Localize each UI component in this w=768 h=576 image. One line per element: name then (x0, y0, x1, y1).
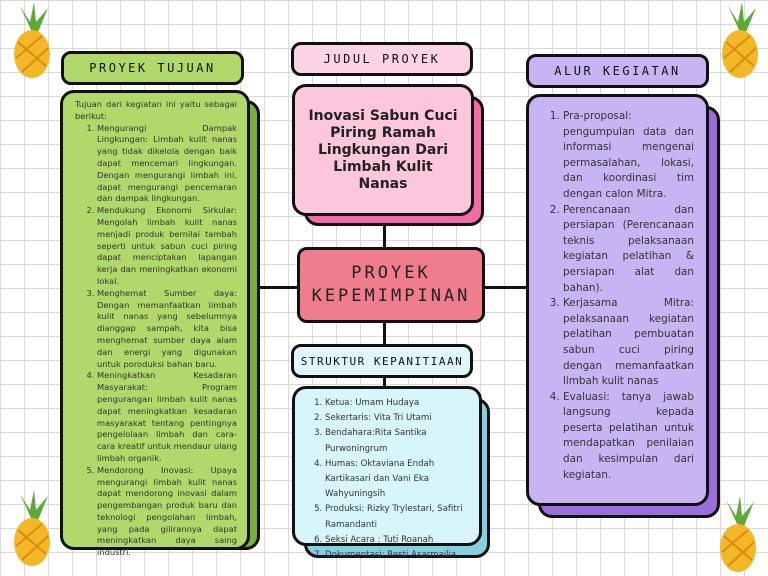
pineapple-icon (722, 2, 758, 78)
list-item: Ketua: Umam Hudaya (325, 396, 471, 411)
title-card: Inovasi Sabun Cuci Piring Ramah Lingkung… (292, 84, 474, 216)
list-item: Perencanaan dan persiapan (Perencanaan t… (563, 203, 694, 297)
list-item: Evaluasi: tanya jawab langsung kepada pe… (563, 390, 694, 484)
proyek-tujuan-label: PROYEK TUJUAN (61, 51, 244, 85)
label-text: ALUR KEGIATAN (554, 64, 681, 78)
connector-right (482, 286, 529, 289)
label-text: JUDUL PROYEK (323, 52, 441, 66)
list-item: Meningkatkan Kesadaran Masyarakat: Progr… (97, 370, 237, 464)
struktur-card: Ketua: Umam Hudaya Sekertaris: Vita Tri … (292, 386, 482, 560)
list-item: Mendukung Ekonomi Sirkular: Mengolah lim… (97, 205, 237, 288)
pineapple-icon (720, 496, 756, 572)
list-item: Produksi: Rizky Trylestari, Safitri Rama… (325, 502, 471, 532)
main-title-line2: KEPEMIMPINAN (311, 286, 471, 306)
list-item: Seksi Acara : Tuti Roanah (325, 533, 471, 548)
label-text: PROYEK TUJUAN (89, 61, 216, 75)
list-item: Sekertaris: Vita Tri Utami (325, 411, 471, 426)
label-text: STRUKTUR KEPANITIAAN (300, 354, 464, 368)
proyek-tujuan-card: Tujuan dari kegiatan ini yaitu sebagai b… (60, 90, 250, 557)
list-item: Mengurangi Dampak Lingkungan: Limbah kul… (97, 123, 237, 206)
list-item: Menghemat Sumber daya: Dengan memanfaatk… (97, 288, 237, 371)
struktur-kepanitiaan-label: STRUKTUR KEPANITIAAN (291, 344, 473, 378)
judul-proyek-label: JUDUL PROYEK (291, 42, 473, 76)
connector-top (383, 214, 386, 250)
list-item: Dokumentasi: Resti Asarmailia (325, 548, 471, 563)
list-item: Pra-proposal: pengumpulan data dan infor… (563, 109, 694, 203)
list-item: Kerjasama Mitra: pelaksanaan kegiatan pe… (563, 296, 694, 390)
pineapple-icon (14, 490, 50, 566)
project-title: Inovasi Sabun Cuci Piring Ramah Lingkung… (308, 107, 458, 192)
list-item: Bendahara:Rita Santika Purwoningrum (325, 426, 471, 456)
proyek-kepemimpinan-box: PROYEK KEPEMIMPINAN (297, 247, 485, 323)
intro-text: Tujuan dari kegiatan ini yaitu sebagai b… (75, 99, 237, 121)
list-item: Mendorong Inovasi: Upaya mengurangi limb… (97, 465, 237, 559)
pineapple-icon (14, 2, 50, 78)
connector-left (246, 286, 300, 289)
main-title-line1: PROYEK (351, 263, 431, 283)
alur-kegiatan-card: Pra-proposal: pengumpulan data dan infor… (526, 94, 709, 506)
list-item: Humas: Oktaviana Endah Kartikasari dan V… (325, 457, 471, 503)
alur-kegiatan-label: ALUR KEGIATAN (526, 54, 709, 88)
